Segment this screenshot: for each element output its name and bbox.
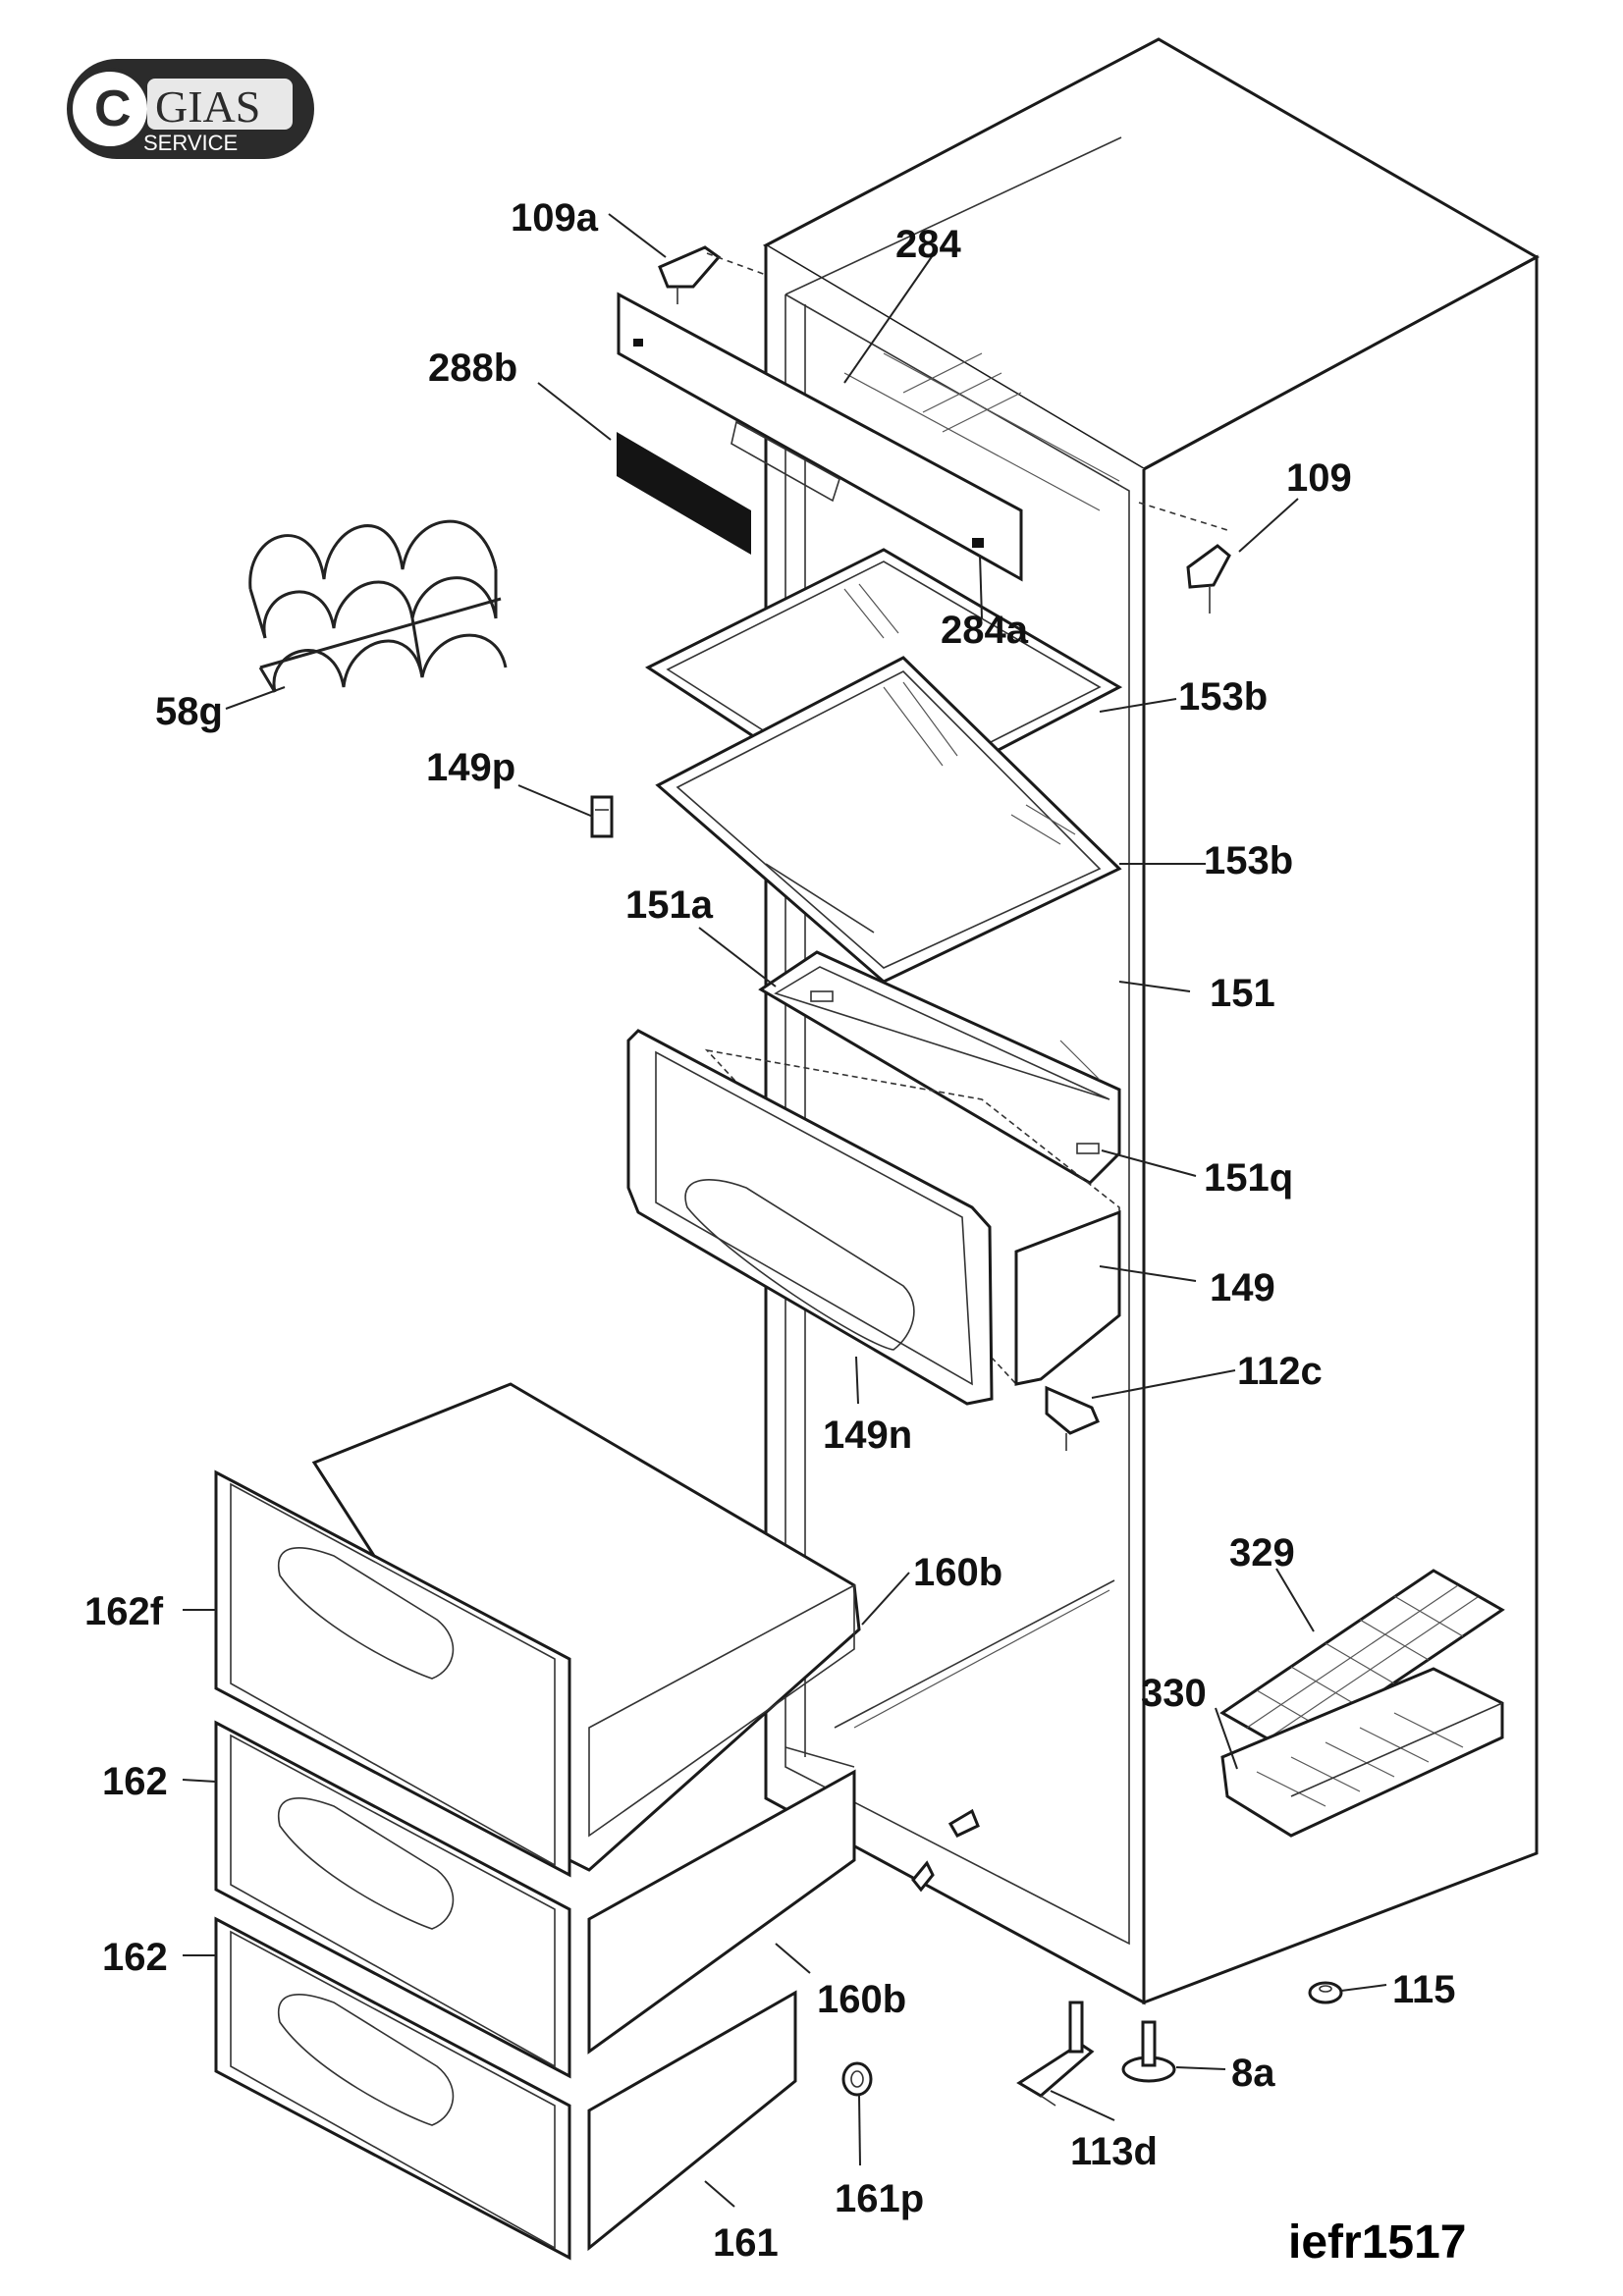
label-288b: 288b (428, 347, 517, 390)
label-161p: 161p (835, 2177, 924, 2220)
label-8a: 8a (1231, 2052, 1275, 2095)
label-149: 149 (1210, 1266, 1275, 1309)
adjustable-foot-8a (1121, 2020, 1176, 2083)
hinge-109a (658, 245, 767, 304)
drawer-cover-151 (758, 950, 1121, 1185)
part-labels: 109a 284 288b 109 284a 58g 153b 149p 153… (84, 196, 1456, 2265)
label-112c: 112c (1237, 1350, 1323, 1393)
freezer-drawer-162f (214, 1382, 861, 1878)
hinge-112c (1045, 1385, 1100, 1451)
label-160b-lower: 160b (817, 1978, 906, 2021)
control-panel-284 (617, 292, 1120, 582)
label-149p: 149p (426, 746, 515, 789)
gias-service-logo: C GIAS SERVICE (67, 59, 314, 159)
label-160b-upper: 160b (913, 1551, 1002, 1594)
label-109: 109 (1286, 456, 1352, 500)
label-151: 151 (1210, 972, 1275, 1015)
freezer-drawer-162-upper (214, 1720, 856, 2079)
label-151a: 151a (625, 883, 714, 927)
leader-lines (182, 213, 1387, 2208)
label-115: 115 (1392, 1968, 1456, 2011)
hinge-109 (1138, 502, 1231, 614)
drawer-149 (626, 1029, 1121, 1406)
label-330: 330 (1141, 1672, 1207, 1715)
label-153b-lower: 153b (1204, 839, 1293, 882)
wine-rack-58g (248, 519, 508, 693)
label-109a: 109a (511, 196, 599, 240)
drawing-code: iefr1517 (1288, 2216, 1466, 2269)
label-strip-288b (617, 432, 751, 555)
label-113d: 113d (1070, 2130, 1158, 2173)
label-151q: 151q (1204, 1156, 1293, 1200)
label-162-lower: 162 (102, 1936, 168, 1979)
label-329: 329 (1229, 1531, 1295, 1575)
label-284: 284 (895, 223, 961, 266)
logo-brand: GIAS (155, 81, 260, 132)
bushing-161p (841, 2061, 873, 2097)
glass-shelf-153b-lower (655, 656, 1122, 984)
label-149n: 149n (823, 1414, 912, 1457)
label-153b-upper: 153b (1178, 675, 1268, 719)
label-58g: 58g (155, 690, 223, 733)
label-161: 161 (713, 2221, 779, 2265)
freezer-drawer-162-lower (214, 1916, 797, 2261)
hinge-113d (1016, 2001, 1095, 2107)
label-162-upper: 162 (102, 1760, 168, 1803)
label-284a: 284a (941, 609, 1029, 652)
svg-text:C: C (94, 80, 132, 137)
label-162f: 162f (84, 1590, 164, 1633)
logo-sub: SERVICE (143, 131, 238, 155)
clip-149p (590, 795, 614, 838)
ice-cube-tray-330 (1220, 1667, 1504, 1838)
foot-cap-115 (1308, 1981, 1343, 2004)
door-stop-parts (911, 1808, 980, 1893)
